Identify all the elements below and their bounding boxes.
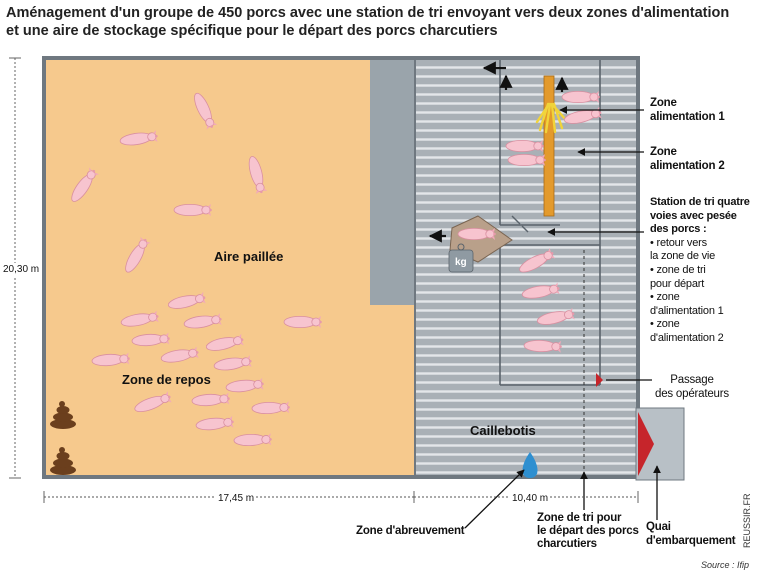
dimension-width-straw: 17,45 m [216,492,257,506]
title-line-1: Aménagement d'un groupe de 450 porcs ave… [6,5,730,21]
loading-dock-callout: Quai d'embarquement [646,521,736,547]
feeding-zone-1-callout: Zone alimentation 1 [650,97,725,123]
water-zone-callout: Zone d'abreuvement [356,525,465,537]
slatted-floor-label: Caillebotis [470,423,536,438]
scale-label: kg [455,257,467,268]
separator-block [370,60,414,305]
manure-icon [50,401,76,475]
dimension-height: 20,30 m [3,263,40,277]
source-credit: Source : Ifip [700,560,749,570]
title: Aménagement d'un groupe de 450 porcs ave… [6,4,746,40]
operator-passage-callout: Passage des opérateurs [655,374,729,400]
title-line-2: et une aire de stockage spécifique pour … [6,23,498,39]
callout-leaders [464,106,661,529]
feed-straw-icon [535,102,568,134]
loading-ramp [638,412,654,476]
dimension-width-slatted: 10,40 m [510,492,551,506]
feeder-trough [543,75,555,217]
operator-passage-marker [596,373,603,387]
straw-area [46,60,414,475]
feeding-zone-2-callout: Zone alimentation 2 [650,146,725,172]
sorting-gates [511,215,529,233]
sorting-zone-callout: Zone de tri pour le départ des porcs cha… [537,512,639,550]
credit-vertical: REUSSIR.FR [742,493,752,548]
straw-area-label: Aire paillée [214,249,284,264]
sorting-station-callout: Station de tri quatre voies avec pesée d… [650,196,750,344]
flow-arrows [428,61,569,243]
rest-zone-label: Zone de repos [122,372,211,387]
scale-icon [448,243,474,273]
water-drop-icon [522,452,538,478]
